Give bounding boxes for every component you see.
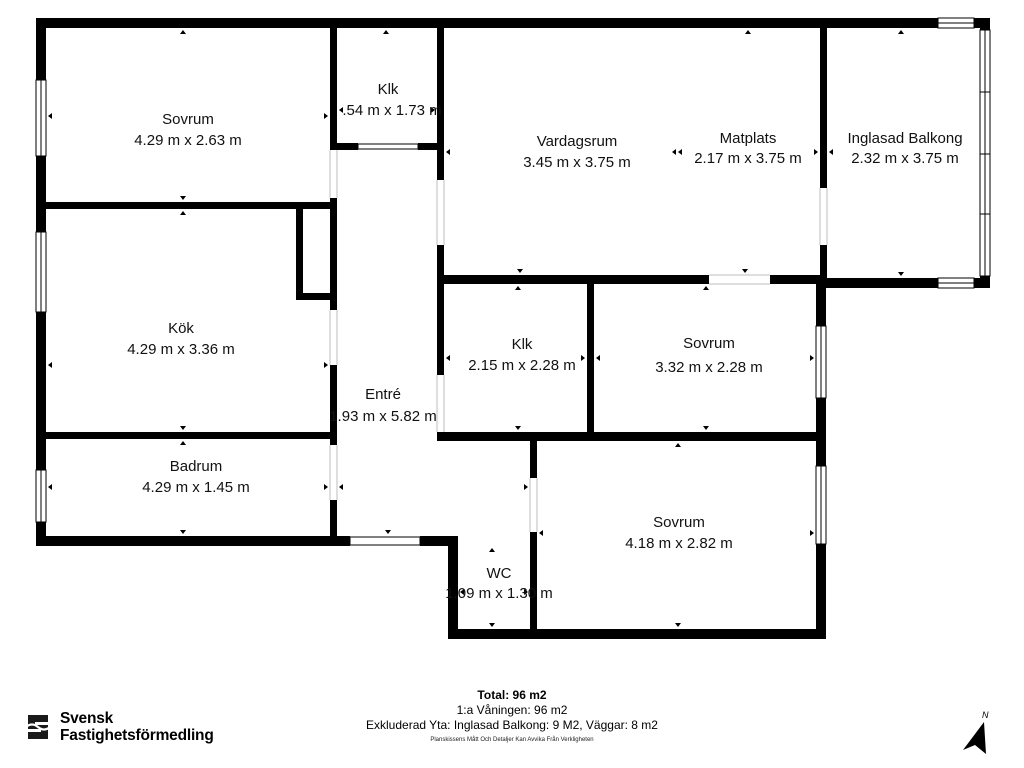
floor-area: 1:a Våningen: 96 m2 [456, 703, 568, 717]
room-size-entre: 1.93 m x 5.82 m [329, 408, 437, 425]
window [357, 143, 419, 150]
total-area: Total: 96 m2 [477, 688, 547, 702]
wall [770, 275, 826, 284]
room-name-wc: WC [487, 565, 512, 582]
windows [35, 17, 991, 546]
wall [36, 18, 990, 28]
wall [296, 293, 337, 300]
room-name-badrum: Badrum [170, 458, 223, 475]
logo-text: Svensk Fastighetsförmedling [60, 710, 214, 744]
wall [330, 198, 337, 310]
wall [530, 532, 537, 636]
room-size-sovrum-1: 4.29 m x 2.63 m [134, 132, 242, 149]
room-labels: Sovrum 4.29 m x 2.63 m Klk .54 m x 1.73 … [127, 81, 962, 602]
room-size-kok: 4.29 m x 3.36 m [127, 341, 235, 358]
wall [820, 278, 990, 288]
room-name-matplats: Matplats [720, 130, 777, 147]
logo-line2: Fastighetsförmedling [60, 727, 214, 744]
wall [36, 432, 336, 439]
wall [820, 18, 827, 188]
north-label: N [982, 710, 989, 720]
room-size-klk-1: .54 m x 1.73 m [342, 102, 441, 119]
wall [437, 432, 826, 441]
wall [448, 629, 826, 639]
wall [448, 536, 458, 639]
wall [36, 536, 350, 546]
room-name-sovrum-3: Sovrum [653, 514, 705, 531]
wall [437, 18, 444, 180]
room-name-kok: Kök [168, 320, 194, 337]
room-size-vardagsrum: 3.45 m x 3.75 m [523, 154, 631, 171]
excluded-area: Exkluderad Yta: Inglasad Balkong: 9 M2, … [366, 718, 658, 732]
room-name-klk-2: Klk [512, 336, 533, 353]
room-size-sovrum-2: 3.32 m x 2.28 m [655, 359, 763, 376]
dimension-ticks [48, 30, 904, 627]
wall [816, 278, 826, 639]
wall [530, 436, 537, 478]
wall [820, 245, 827, 285]
wall [330, 500, 337, 542]
room-size-wc: 1.09 m x 1.30 m [445, 585, 553, 602]
room-name-inglasad-balkong: Inglasad Balkong [847, 130, 962, 147]
compass: N [960, 710, 990, 758]
wall [330, 143, 358, 150]
wall [437, 275, 709, 284]
logo-line1: Svensk [60, 710, 114, 727]
room-name-entre: Entré [365, 386, 401, 403]
wall [330, 18, 337, 150]
room-size-klk-2: 2.15 m x 2.28 m [468, 357, 576, 374]
wall [36, 202, 336, 209]
window [349, 536, 421, 546]
room-size-matplats: 2.17 m x 3.75 m [694, 150, 802, 167]
door-openings [329, 150, 828, 532]
logo-mark-icon [25, 715, 51, 739]
area-summary: Total: 96 m2 1:a Våningen: 96 m2 Exklude… [0, 688, 1024, 743]
wall [330, 365, 337, 445]
disclaimer: Planskissens Mått Och Detaljer Kan Avvik… [430, 737, 594, 743]
room-name-sovrum-2: Sovrum [683, 335, 735, 352]
north-arrow-icon [963, 722, 986, 754]
room-size-inglasad-balkong: 2.32 m x 3.75 m [851, 150, 959, 167]
wall [587, 278, 594, 440]
company-logo: Svensk Fastighetsförmedling [22, 710, 214, 744]
room-name-sovrum-1: Sovrum [162, 111, 214, 128]
floor-plan: Sovrum 4.29 m x 2.63 m Klk .54 m x 1.73 … [35, 17, 991, 639]
room-size-sovrum-3: 4.18 m x 2.82 m [625, 535, 733, 552]
room-size-badrum: 4.29 m x 1.45 m [142, 479, 250, 496]
wall [437, 245, 444, 375]
room-name-vardagsrum: Vardagsrum [537, 133, 618, 150]
wall [420, 536, 458, 546]
wall [296, 208, 303, 300]
wall [418, 143, 442, 150]
room-name-klk-1: Klk [378, 81, 399, 98]
